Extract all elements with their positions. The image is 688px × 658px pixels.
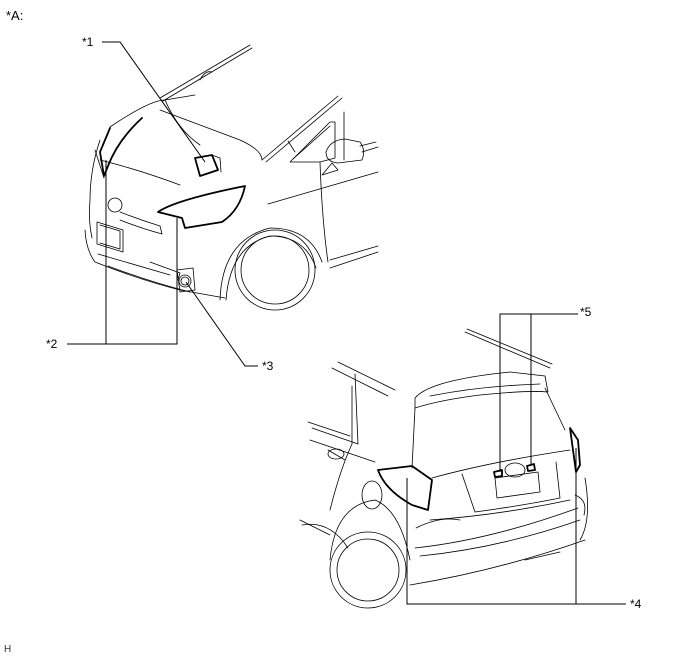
rear-vehicle-illustration <box>299 328 588 609</box>
view-label: *A: <box>6 8 24 23</box>
callout-2: *2 <box>46 337 58 351</box>
callout-3: *3 <box>262 359 274 373</box>
callout-1: *1 <box>82 35 94 49</box>
front-vehicle-illustration <box>84 44 379 311</box>
callout-5: *5 <box>580 305 592 319</box>
callout-leader-lines <box>67 41 626 605</box>
footer-code: H <box>4 644 12 655</box>
callout-4: *4 <box>630 597 642 611</box>
